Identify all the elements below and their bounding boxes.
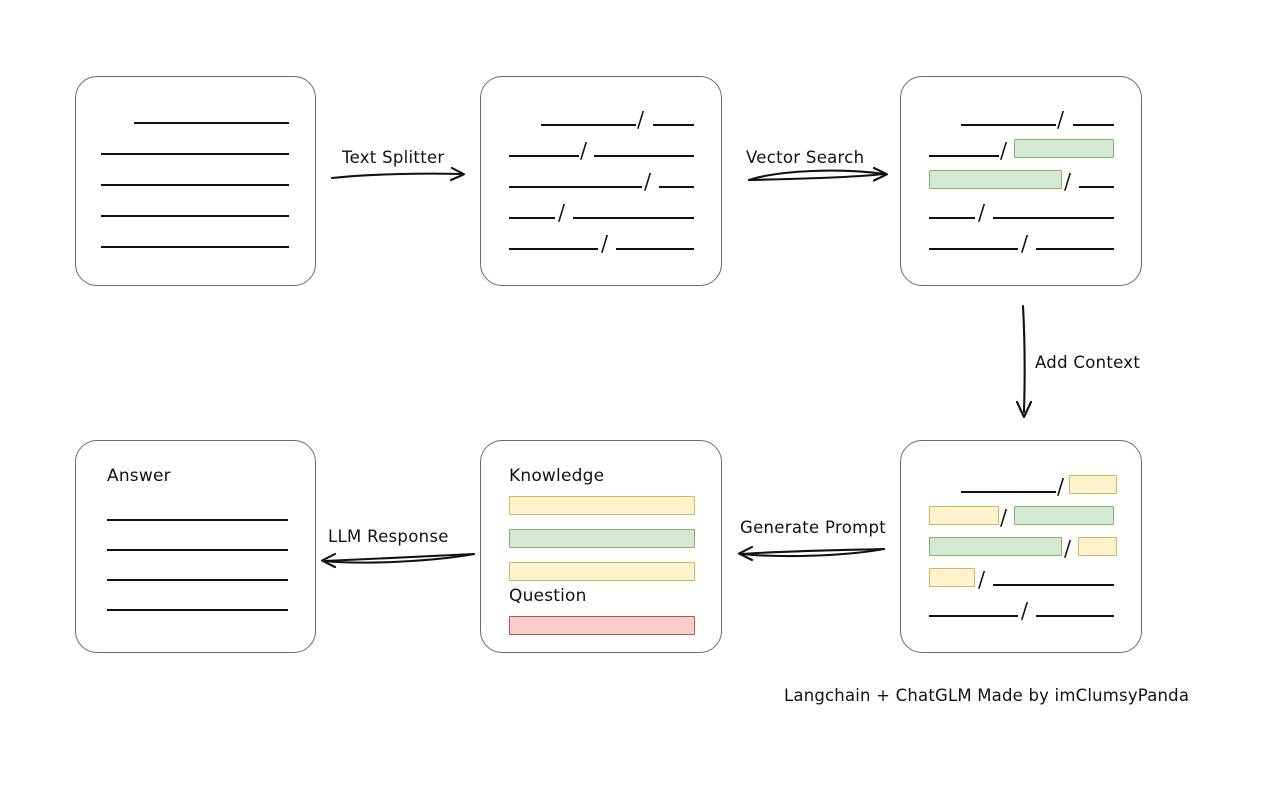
knowledge-bar-green[interactable] bbox=[509, 529, 695, 548]
chunk-separator: / bbox=[580, 138, 588, 163]
arrow-vector-search bbox=[747, 166, 889, 182]
doc-line-seg bbox=[1036, 615, 1114, 617]
doc-line-seg bbox=[509, 155, 579, 157]
arrow-add-context bbox=[1015, 304, 1033, 419]
chunk-separator: / bbox=[558, 200, 566, 225]
answer-label: Answer bbox=[107, 466, 171, 486]
chunk-separator: / bbox=[1021, 231, 1029, 256]
doc-line-seg bbox=[993, 217, 1114, 219]
doc-line-seg bbox=[653, 124, 694, 126]
footer-credit: Langchain + ChatGLM Made by imClumsyPand… bbox=[784, 686, 1190, 705]
doc-line-seg bbox=[573, 217, 694, 219]
arrow-llm-response bbox=[320, 552, 476, 569]
chunk-separator: / bbox=[644, 169, 652, 194]
matched-chunk-green[interactable] bbox=[1014, 139, 1114, 158]
chunk-separator: / bbox=[978, 200, 986, 225]
chunk-separator: / bbox=[1021, 598, 1029, 623]
context-chunk-yellow[interactable] bbox=[1078, 537, 1117, 556]
doc-line-seg bbox=[929, 615, 1018, 617]
prompt-box[interactable]: Knowledge Question bbox=[480, 440, 722, 653]
doc-line bbox=[134, 122, 289, 124]
question-bar-red[interactable] bbox=[509, 616, 695, 635]
arrow-label-text-splitter: Text Splitter bbox=[342, 148, 445, 167]
arrow-label-vector-search: Vector Search bbox=[746, 148, 865, 167]
doc-line-seg bbox=[929, 248, 1018, 250]
doc-line-seg bbox=[1079, 186, 1114, 188]
doc-line-seg bbox=[509, 248, 598, 250]
doc-line-seg bbox=[594, 155, 694, 157]
doc-line bbox=[101, 184, 289, 186]
doc-line bbox=[101, 153, 289, 155]
context-chunk-yellow[interactable] bbox=[1069, 475, 1117, 494]
chunk-separator: / bbox=[978, 567, 986, 592]
doc-line-seg bbox=[616, 248, 694, 250]
question-label: Question bbox=[509, 586, 587, 606]
answer-line bbox=[107, 609, 288, 611]
chunk-separator: / bbox=[1000, 505, 1008, 530]
doc-line-seg bbox=[509, 217, 555, 219]
arrow-label-generate-prompt: Generate Prompt bbox=[740, 518, 886, 537]
doc-line-seg bbox=[961, 491, 1056, 493]
source-document-box[interactable] bbox=[75, 76, 316, 286]
chunk-separator: / bbox=[601, 231, 609, 256]
chunk-separator: / bbox=[1057, 474, 1065, 499]
chunk-separator: / bbox=[637, 107, 645, 132]
doc-line-seg bbox=[929, 217, 975, 219]
answer-line bbox=[107, 519, 288, 521]
doc-line-seg bbox=[509, 186, 642, 188]
chunk-separator: / bbox=[1057, 107, 1065, 132]
doc-line-seg bbox=[993, 584, 1114, 586]
answer-box[interactable]: Answer bbox=[75, 440, 316, 653]
arrow-generate-prompt bbox=[737, 545, 886, 562]
context-chunk-yellow[interactable] bbox=[929, 506, 999, 525]
context-chunk-yellow[interactable] bbox=[929, 568, 975, 587]
doc-line-seg bbox=[929, 155, 999, 157]
matched-chunk-green[interactable] bbox=[1014, 506, 1114, 525]
doc-line bbox=[101, 215, 289, 217]
arrow-label-add-context: Add Context bbox=[1035, 353, 1141, 372]
answer-line bbox=[107, 549, 288, 551]
doc-line bbox=[101, 246, 289, 248]
chunk-separator: / bbox=[1064, 169, 1072, 194]
chunk-separator: / bbox=[1000, 138, 1008, 163]
matched-chunk-green[interactable] bbox=[929, 537, 1062, 556]
arrow-label-llm-response: LLM Response bbox=[328, 527, 449, 546]
knowledge-bar-yellow[interactable] bbox=[509, 562, 695, 581]
matched-chunk-green[interactable] bbox=[929, 170, 1062, 189]
doc-line-seg bbox=[961, 124, 1056, 126]
chunk-separator: / bbox=[1064, 536, 1072, 561]
doc-line-seg bbox=[1036, 248, 1114, 250]
doc-line-seg bbox=[541, 124, 636, 126]
knowledge-label: Knowledge bbox=[509, 466, 605, 486]
doc-line-seg bbox=[1073, 124, 1114, 126]
answer-line bbox=[107, 579, 288, 581]
doc-line-seg bbox=[659, 186, 694, 188]
split-document-box[interactable]: / / / / / bbox=[480, 76, 722, 286]
context-document-box[interactable]: / / / / / bbox=[900, 440, 1142, 653]
arrow-text-splitter bbox=[330, 166, 466, 182]
vector-matched-document-box[interactable]: / / / / / bbox=[900, 76, 1142, 286]
knowledge-bar-yellow[interactable] bbox=[509, 496, 695, 515]
